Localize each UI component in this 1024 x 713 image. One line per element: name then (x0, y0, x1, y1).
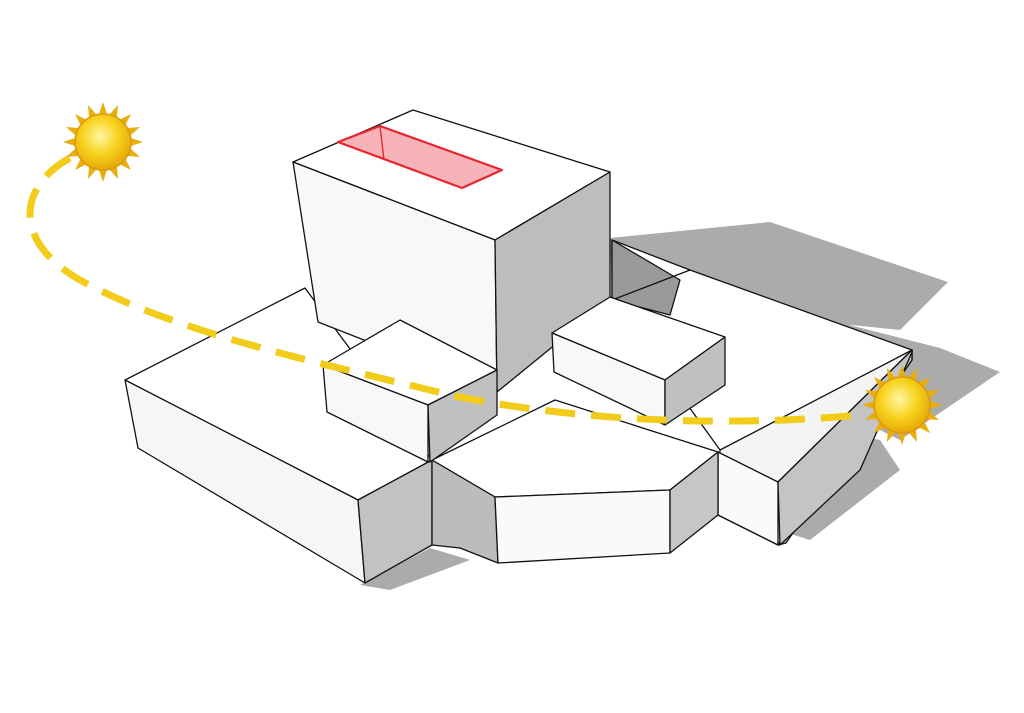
small-step-block-right (551, 296, 726, 426)
left-low-block (124, 287, 433, 584)
sun-icon (63, 102, 143, 182)
sun-icon (862, 365, 942, 445)
small-step-block-left (322, 319, 498, 463)
front-pentagon-block (431, 399, 719, 564)
roof-skylight-highlight (336, 124, 504, 190)
sun-path-arc (26, 154, 861, 425)
